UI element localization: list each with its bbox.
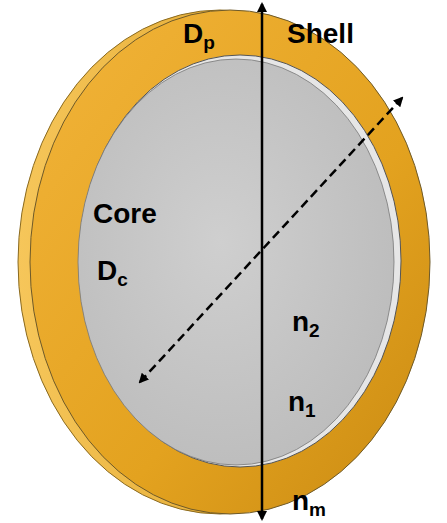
refractive-index-label: n1 (288, 388, 316, 420)
core-rim (79, 55, 401, 467)
dp-dimension-arrow (261, 4, 264, 519)
dc-dimension-arrow (140, 98, 402, 382)
shell-face (30, 10, 430, 514)
core-label: Core (93, 200, 157, 228)
shell-label: Shell (287, 20, 354, 48)
refractive-index-label: nm (292, 487, 326, 519)
core-region: Core n2 (78, 59, 394, 465)
dimension-label: Dp (183, 20, 215, 52)
dimension-label: Dc (97, 257, 128, 289)
refractive-index-label: n2 (292, 308, 320, 340)
shell-region: Shell n1 Core n2 (28, 10, 430, 514)
core-face (78, 59, 394, 465)
